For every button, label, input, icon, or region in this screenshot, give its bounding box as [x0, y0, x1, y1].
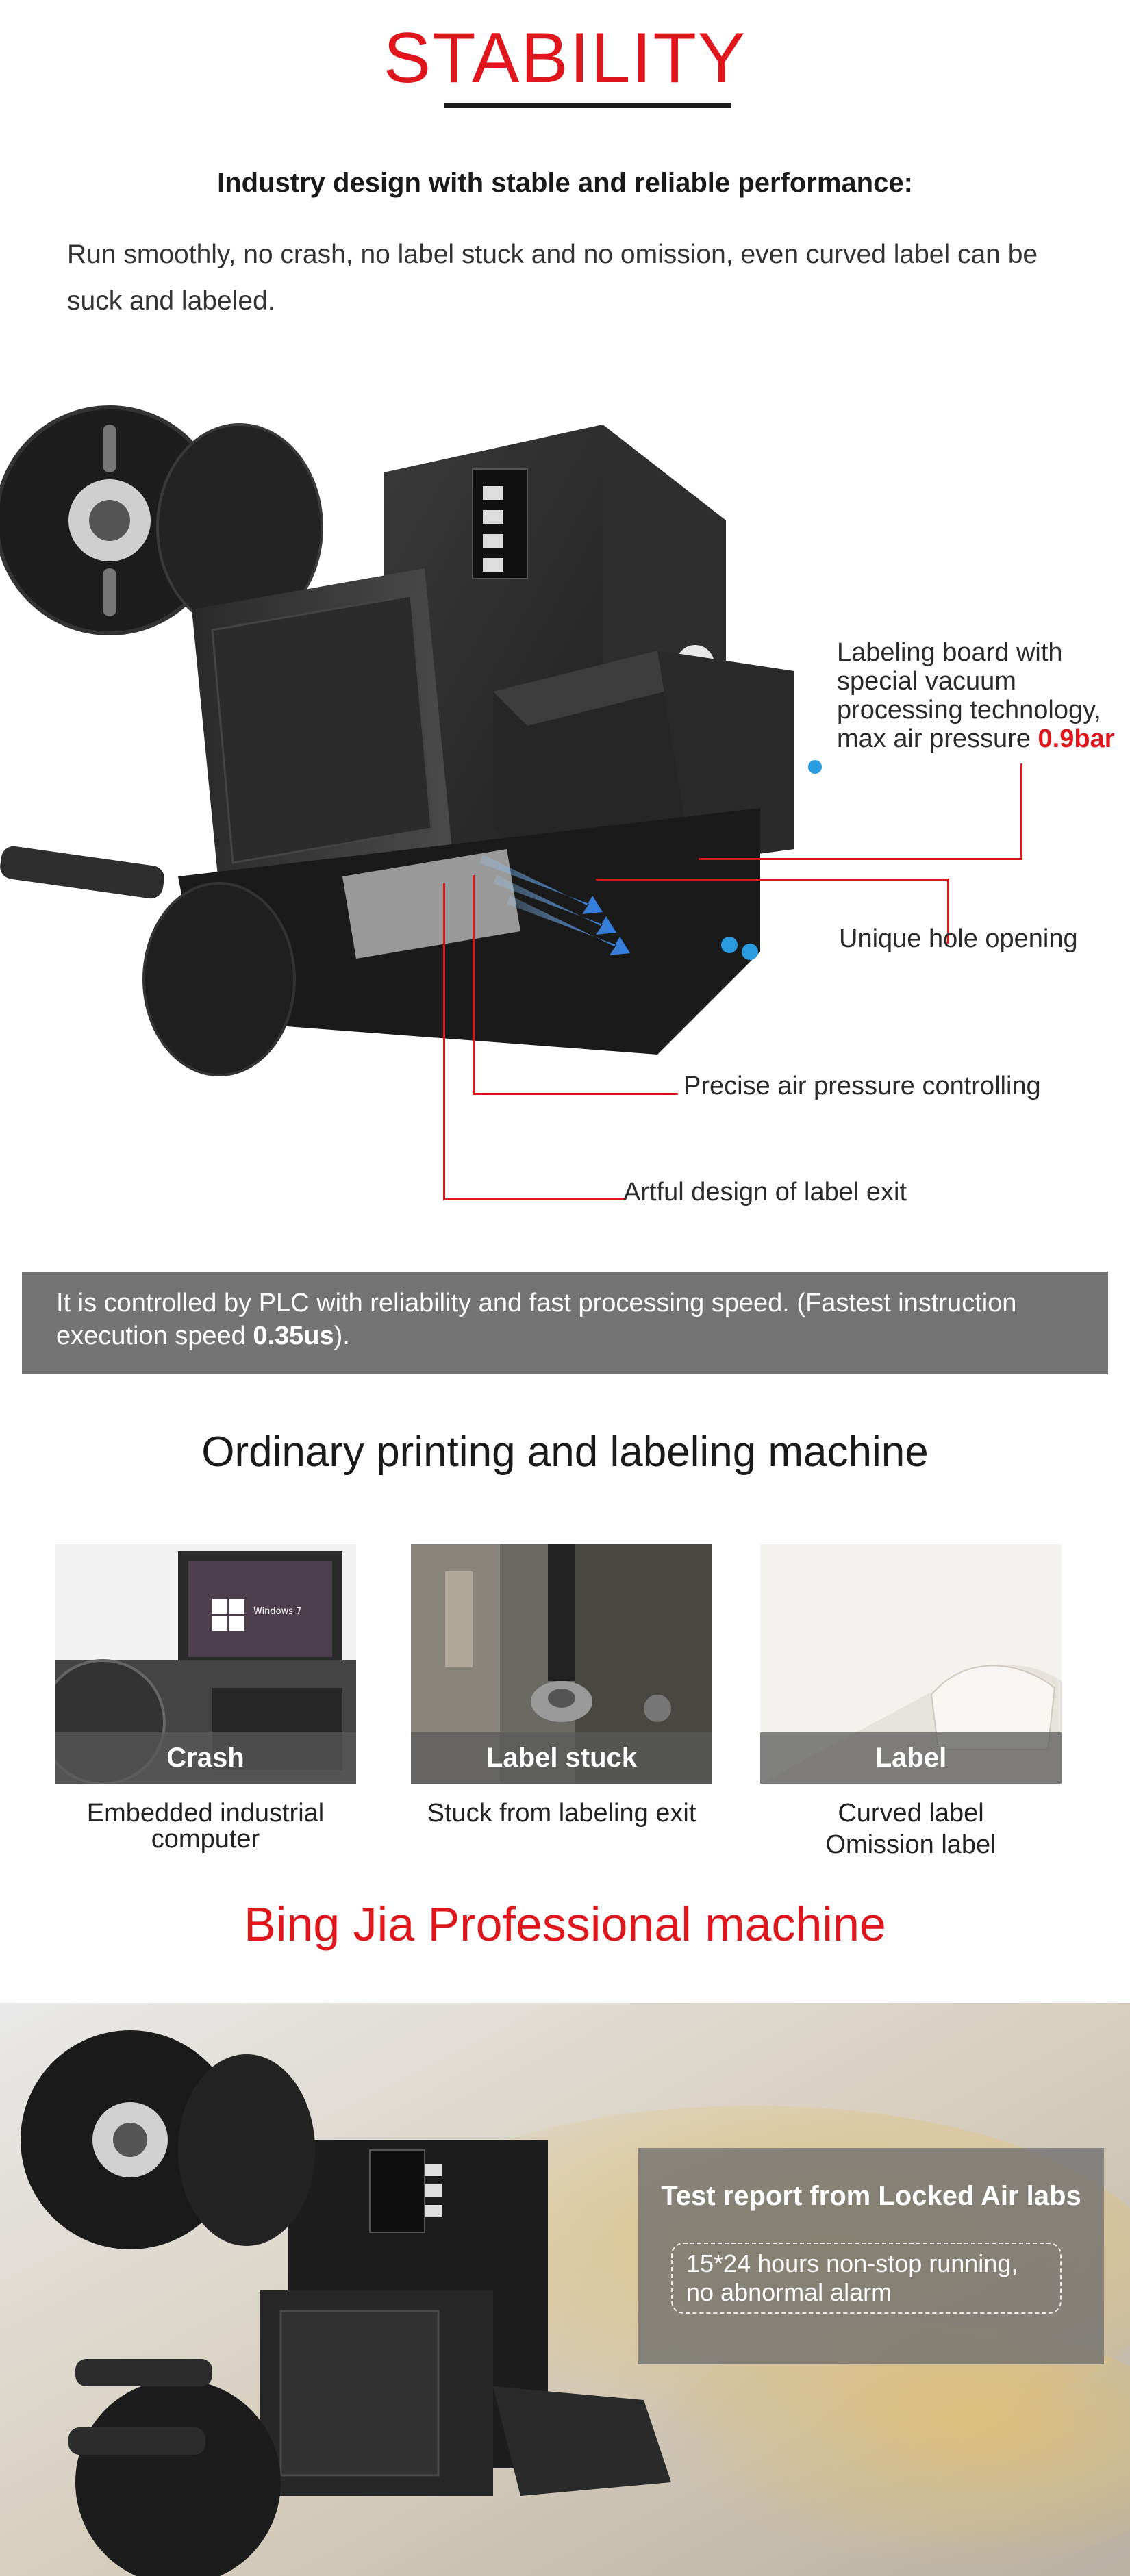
test-report-box: [638, 2148, 1104, 2364]
thumb-label-stuck-text: Stuck from labeling exit: [411, 1797, 712, 1829]
thumb-label-text: Omission label: [825, 1830, 996, 1859]
test-report-text: 15*24 hours non-stop running, no abnorma…: [671, 2243, 1062, 2314]
thumb-label-crash: Embedded industrial computer: [55, 1797, 356, 1855]
air-pressure-value: 0.9bar: [1038, 724, 1115, 753]
callout-label-exit: Artful design of label exit: [623, 1178, 907, 1207]
thumb-label-stuck: Label stuck: [411, 1544, 712, 1784]
callout-line-hole-h: [596, 879, 949, 881]
thumb-caption: Label stuck: [411, 1732, 712, 1784]
page-title: STABILITY: [383, 18, 747, 98]
test-report-title: Test report from Locked Air labs: [661, 2181, 1081, 2211]
callout-line-exit-h: [443, 1198, 625, 1200]
callout-line-exit-v: [443, 883, 445, 1200]
thumb-label-text: computer: [151, 1825, 260, 1854]
crash-illustration: Windows 7: [55, 1544, 356, 1784]
callout-air-pressure: Precise air pressure controlling: [683, 1072, 1041, 1100]
thumb-caption: Crash: [55, 1732, 356, 1784]
labeling-machine-illustration: Labeling board with special vacuum proce…: [0, 383, 1130, 1253]
machine-drawing: [0, 405, 822, 1076]
screen-text: Windows 7: [253, 1606, 301, 1617]
thumb-crash: Windows 7 Crash: [55, 1544, 356, 1784]
callout-line-board-h: [699, 858, 1022, 860]
callout-line-air-h: [473, 1093, 678, 1095]
ordinary-section-title: Ordinary printing and labeling machine: [201, 1428, 929, 1476]
thumb-label-curved: Label: [760, 1544, 1062, 1784]
plc-text-end: ).: [334, 1322, 350, 1350]
thumb-caption: Label: [760, 1732, 1062, 1784]
bingjia-title: Bing Jia Professional machine: [244, 1897, 886, 1951]
thumb-label-text: Curved label: [838, 1799, 984, 1828]
plc-speed-value: 0.35us: [253, 1322, 334, 1350]
section-description: Run smoothly, no crash, no label stuck a…: [67, 240, 1038, 316]
callout-line-hole-v: [947, 879, 949, 944]
thumb-label-curved-text: Curved label Omission label: [760, 1797, 1062, 1860]
callout-line-air-v: [473, 875, 475, 1094]
callout-text: special vacuum: [837, 667, 1016, 696]
callout-text: processing technology,: [837, 696, 1101, 724]
thumb-label-text: Stuck from labeling exit: [427, 1799, 696, 1828]
callout-line-board-v: [1020, 763, 1022, 859]
plc-info-bar: It is controlled by PLC with reliability…: [22, 1272, 1108, 1374]
callout-text: max air pressure: [837, 724, 1031, 753]
section-subtitle: Industry design with stable and reliable…: [217, 168, 913, 198]
callout-labeling-board: Labeling board with special vacuum proce…: [837, 638, 1125, 753]
title-underline: [444, 103, 731, 108]
thumb-label-text: Embedded industrial: [86, 1799, 325, 1828]
callout-hole-opening: Unique hole opening: [839, 924, 1078, 953]
plc-text: It is controlled by PLC with reliability…: [56, 1289, 1017, 1350]
callout-text: Labeling board with: [837, 638, 1063, 667]
